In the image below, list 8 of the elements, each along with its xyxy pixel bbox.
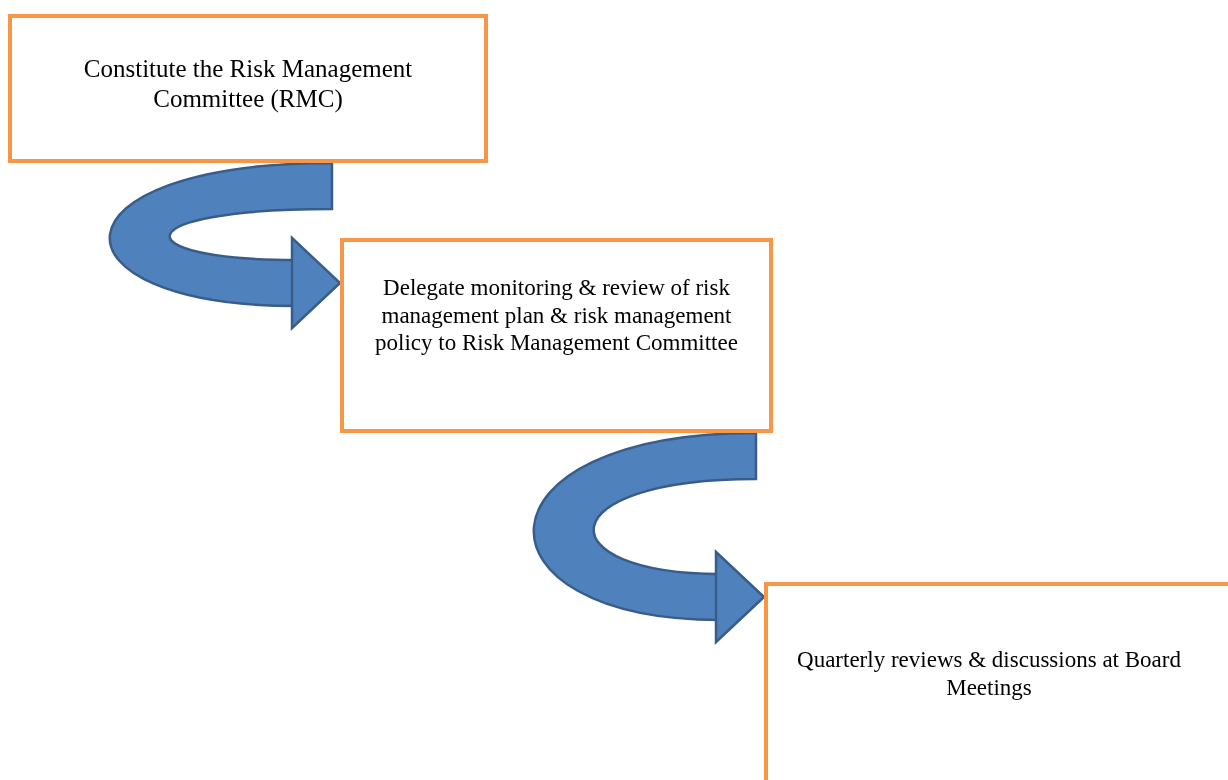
step-text: Constitute the Risk Management Committee (RMC)	[82, 54, 414, 114]
process-box	[764, 582, 1228, 780]
process-box	[340, 238, 773, 433]
curved-arrow	[532, 431, 766, 644]
curved-arrow	[108, 161, 342, 330]
step-text: Quarterly reviews & discussions at Board Meetings	[796, 646, 1182, 702]
step-text: Delegate monitoring & review of risk management plan & risk management policy to Risk Management Committee	[374, 274, 739, 357]
process-box	[8, 14, 488, 163]
